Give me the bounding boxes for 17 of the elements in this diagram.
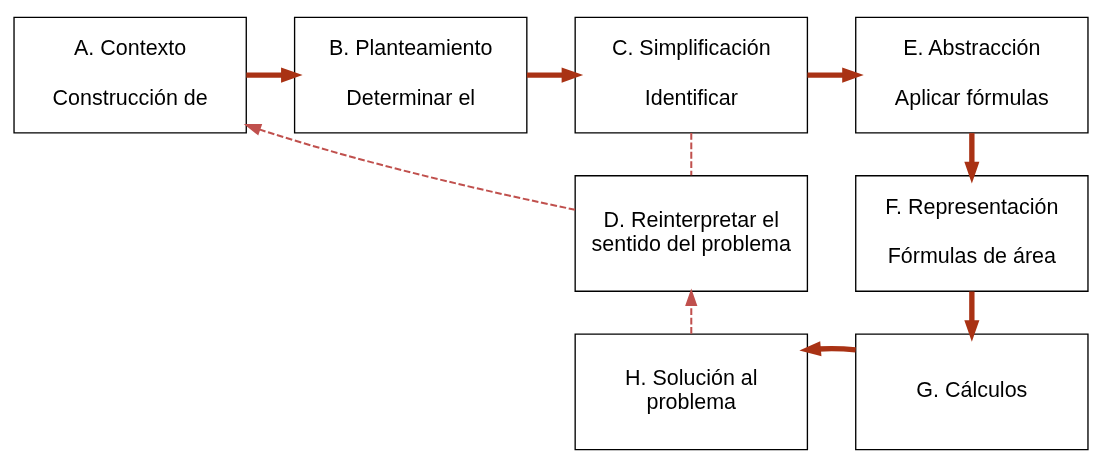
arrow xyxy=(964,291,980,342)
arrow xyxy=(246,67,303,83)
node-box: G. Cálculos xyxy=(855,333,1089,450)
node-box: H. Solución al problema xyxy=(574,333,809,450)
connector xyxy=(690,132,693,175)
arrow xyxy=(799,340,856,356)
arrow xyxy=(807,67,864,83)
node-box: C. Simplificación Identificar xyxy=(574,16,809,133)
arrow xyxy=(685,287,698,334)
node-box: E. Abstracción Aplicar fórmulas xyxy=(855,16,1089,133)
node-box: F. Representación Fórmulas de área xyxy=(855,174,1089,292)
arrow xyxy=(964,132,980,183)
node-box: D. Reinterpretar el sentido del problema xyxy=(574,174,809,292)
node-box: B. Planteamiento Determinar el xyxy=(293,16,528,133)
arrow xyxy=(526,67,584,83)
node-box: A. Contexto Construcción de xyxy=(13,16,247,133)
arrow xyxy=(243,123,576,211)
